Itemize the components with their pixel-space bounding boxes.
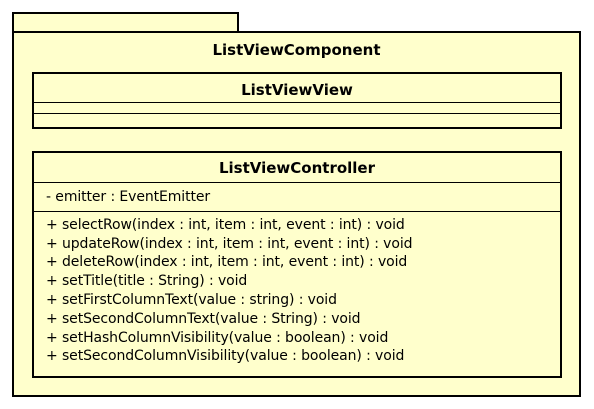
class-listviewview[interactable]: ListViewView <box>32 72 562 129</box>
operation-selectrow: + selectRow(index : int, item : int, eve… <box>46 216 405 233</box>
attributes-compartment <box>34 102 560 113</box>
operation-updaterow: + updateRow(index : int, item : int, eve… <box>46 235 413 252</box>
operations-compartment <box>34 113 560 124</box>
class-name: ListViewController <box>218 159 376 177</box>
class-name: ListViewView <box>241 81 353 99</box>
package-tab <box>12 12 239 32</box>
operation-deleterow: + deleteRow(index : int, item : int, eve… <box>46 254 408 271</box>
attributes-compartment: - emitter : EventEmitter <box>34 182 560 211</box>
package-name: ListViewComponent <box>212 41 381 59</box>
operations-compartment: + selectRow(index : int, item : int, eve… <box>34 210 560 366</box>
operation-setfirstcolumntext: + setFirstColumnText(value : string) : v… <box>46 291 337 308</box>
operation-settitle: + setTitle(title : String) : void <box>46 273 248 290</box>
attribute: - emitter : EventEmitter <box>46 189 211 205</box>
class-listviewcontroller[interactable]: ListViewController - emitter : EventEmit… <box>32 151 562 378</box>
operation-sethashcolumnvisibility: + setHashColumnVisibility(value : boolea… <box>46 329 389 346</box>
operation-setsecondcolumnvisibility: + setSecondColumnVisibility(value : bool… <box>46 348 405 365</box>
operation-setsecondcolumntext: + setSecondColumnText(value : String) : … <box>46 310 361 327</box>
